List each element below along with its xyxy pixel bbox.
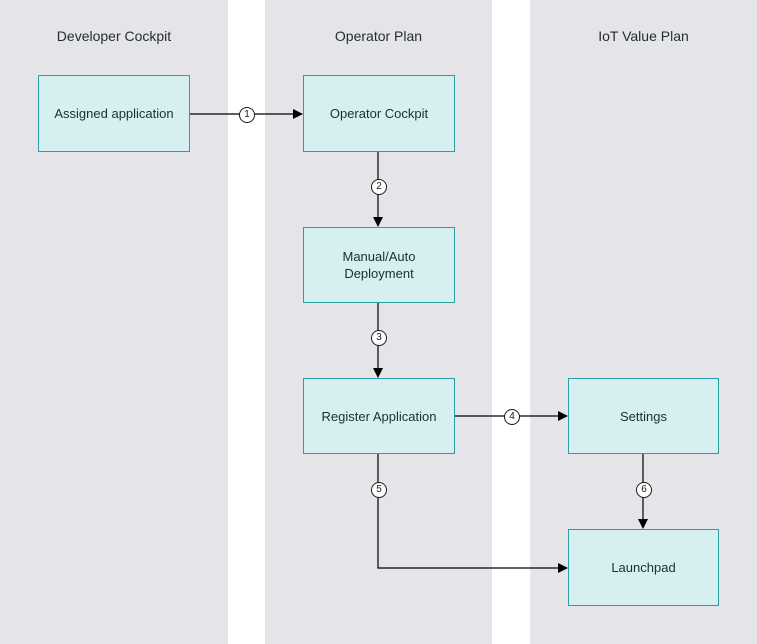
node-settings: Settings bbox=[568, 378, 719, 454]
node-assigned-application: Assigned application bbox=[38, 75, 190, 152]
connector-5 bbox=[377, 454, 568, 573]
node-operator-cockpit: Operator Cockpit bbox=[303, 75, 455, 152]
node-launchpad: Launchpad bbox=[568, 529, 719, 606]
step-badge-5: 5 bbox=[371, 482, 387, 498]
step-badge-4: 4 bbox=[504, 409, 520, 425]
node-register-application: Register Application bbox=[303, 378, 455, 454]
lane-title: Developer Cockpit bbox=[56, 28, 172, 44]
lane-title: IoT Value Plan bbox=[598, 28, 689, 44]
step-badge-3: 3 bbox=[371, 330, 387, 346]
lane-title: Operator Plan bbox=[334, 28, 423, 44]
step-badge-6: 6 bbox=[636, 482, 652, 498]
node-manual-auto-deployment: Manual/Auto Deployment bbox=[303, 227, 455, 303]
step-badge-2: 2 bbox=[371, 179, 387, 195]
step-badge-1: 1 bbox=[239, 107, 255, 123]
